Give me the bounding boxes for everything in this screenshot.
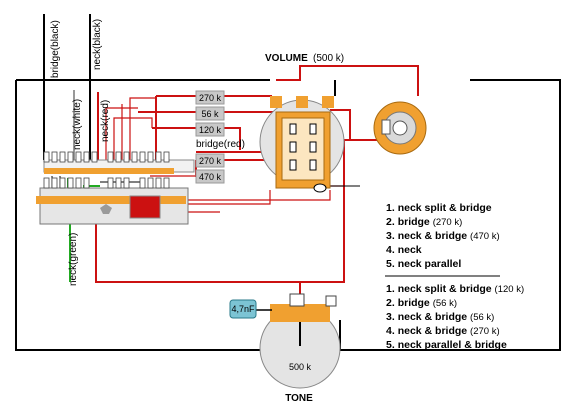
resistor-56k	[195, 106, 225, 121]
legend-item-g2-5: 5. neck parallel & bridge	[386, 339, 507, 351]
capacitor-value: 4,7nF	[231, 304, 255, 314]
volume-value: (500 k)	[313, 53, 344, 64]
legend-item-g1-1: 1. neck split & bridge	[386, 202, 492, 214]
resistor-value-3: 120 k	[199, 125, 222, 135]
black-lead-wires	[43, 14, 91, 160]
legend-item-g1-3: 3. neck & bridge (470 k)	[386, 230, 500, 242]
tone-value: 500 k	[289, 362, 312, 372]
label-bridge-black: bridge(black)	[50, 20, 61, 78]
label-neck-white: neck(white)	[72, 99, 83, 150]
resistor-value-2: 56 k	[201, 109, 219, 119]
legend-item-g1-4: 4. neck	[386, 244, 422, 256]
resistor-270k-a	[195, 90, 225, 105]
switch-lugs-top	[43, 151, 170, 163]
tone-capacitor: 4,7nF	[229, 299, 272, 319]
resistor-value-5: 470 k	[199, 172, 222, 182]
legend-item-g2-4: 4. neck & bridge (270 k)	[386, 325, 500, 337]
volume-pot	[259, 96, 345, 193]
resistor-value-4: 270 k	[199, 156, 222, 166]
legend-item-g2-2: 2. bridge (56 k)	[386, 297, 457, 309]
tone-pot	[259, 293, 341, 389]
switch-lugs-bottom	[43, 177, 170, 189]
label-neck-green: neck(green)	[68, 233, 79, 286]
tone-title: TONE	[285, 393, 313, 404]
resistor-value-1: 270 k	[199, 93, 222, 103]
five-way-switch	[36, 151, 195, 225]
label-neck-red: neck(red)	[100, 100, 111, 142]
legend-item-g1-5: 5. neck parallel	[386, 258, 462, 270]
legend-item-g2-3: 3. neck & bridge (56 k)	[386, 311, 495, 323]
resistor-bank: 270 k 56 k 120 k 270 k 470 k	[195, 90, 225, 184]
legend-item-g1-2: 2. bridge (270 k)	[386, 216, 463, 228]
output-jack	[373, 101, 427, 155]
resistor-270k-b	[195, 153, 225, 168]
resistor-470k	[195, 169, 225, 184]
resistor-120k	[195, 122, 225, 137]
legend-item-g2-1: 1. neck split & bridge (120 k)	[386, 283, 525, 295]
volume-title: VOLUME	[265, 53, 308, 64]
label-bridge-red: bridge(red)	[196, 139, 245, 150]
label-neck-black: neck(black)	[92, 19, 103, 70]
